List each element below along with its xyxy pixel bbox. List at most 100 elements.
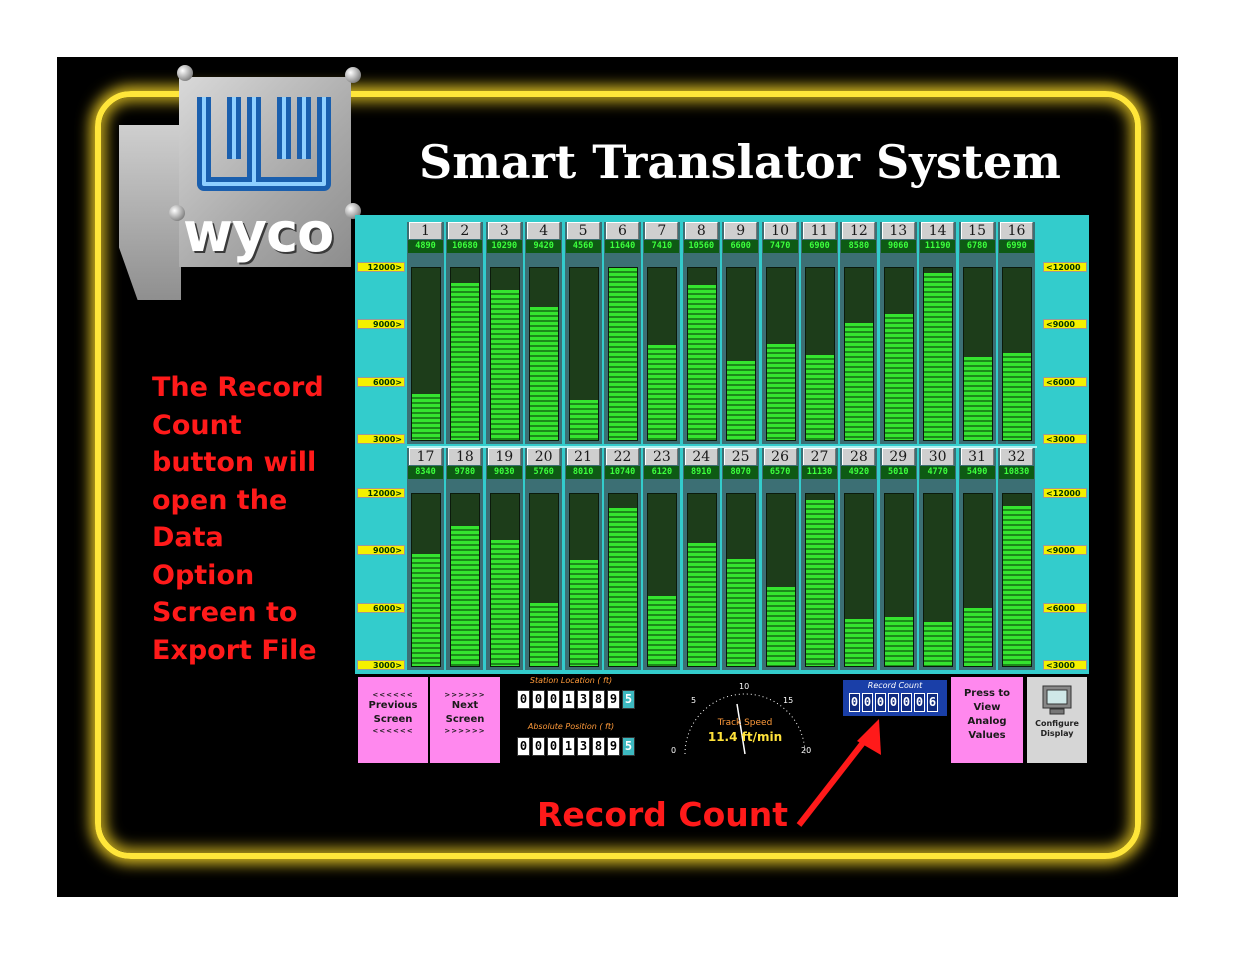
channel-number: 5 <box>566 222 600 239</box>
next-label-line1: Next <box>451 700 479 711</box>
speed-tick: 10 <box>739 682 750 691</box>
channel-number: 23 <box>645 448 679 465</box>
channel-bar-track <box>844 267 875 441</box>
channel-bar-track <box>686 493 717 667</box>
channel-value: 10830 <box>999 466 1034 479</box>
previous-screen-button[interactable]: <<<<<< Previous Screen <<<<<< <box>358 677 428 763</box>
channel-bar-track <box>883 267 914 441</box>
channel-number: 18 <box>448 448 482 465</box>
channel-bar-fill <box>806 355 834 440</box>
group-divider <box>407 446 1037 448</box>
channel-bar-fill <box>609 507 637 666</box>
digit: 0 <box>875 693 886 712</box>
scale-tick-label: <6000 <box>1043 602 1087 613</box>
channel-number: 4 <box>527 222 561 239</box>
channel-number: 12 <box>842 222 876 239</box>
channel-bar-fill <box>924 273 953 440</box>
channel-bar-track <box>805 493 835 667</box>
track-speed-label: Track Speed <box>717 718 773 728</box>
channel-group-2: 12000>9000>6000>3000><12000<9000<6000<30… <box>357 448 1087 670</box>
channel-bar-fill <box>727 558 756 666</box>
channel-bar-fill <box>412 393 440 440</box>
scale-tick-label: 3000> <box>357 434 405 444</box>
channel-value: 6780 <box>959 240 995 253</box>
channel-bar-track <box>962 493 993 667</box>
channel-bar-fill <box>963 357 992 440</box>
wyco-logo: wyco <box>119 65 361 300</box>
speed-tick: 15 <box>783 696 794 705</box>
channel-value: 6570 <box>762 466 798 479</box>
channel-number: 16 <box>1000 222 1033 239</box>
track-speed-gauge: 0 5 10 15 20 Track Speed 11.4 ft/min <box>655 674 835 765</box>
configure-display-button[interactable]: Configure Display <box>1027 677 1087 763</box>
annotation-line: The Record <box>152 372 324 403</box>
channel-bar-fill <box>530 602 559 666</box>
channel-number: 19 <box>487 448 521 465</box>
channel-value: 10560 <box>683 240 719 253</box>
channel-bar-fill <box>687 285 716 440</box>
scale-tick-label: 12000> <box>357 488 405 498</box>
scale-tick-label: <12000 <box>1043 262 1087 272</box>
next-screen-button[interactable]: >>>>>> Next Screen >>>>>> <box>430 677 500 763</box>
digit: 0 <box>517 690 530 709</box>
annotation-line: Export File <box>152 634 317 666</box>
digit: 0 <box>547 690 560 709</box>
speed-dial-icon <box>684 693 806 755</box>
channel-value: 6120 <box>644 466 680 479</box>
next-arrows: >>>>>> <box>444 727 486 735</box>
digit: 5 <box>622 690 635 709</box>
channel-bar-fill <box>884 617 913 666</box>
scale-tick-label: <3000 <box>1043 660 1087 670</box>
channel-number: 10 <box>763 222 797 239</box>
scale-tick-label: <9000 <box>1043 545 1087 556</box>
channel-value: 9780 <box>447 466 483 479</box>
logo-wordmark: wyco <box>183 201 334 264</box>
slide: wyco Smart Translator System The Record … <box>57 57 1178 897</box>
channel-value: 6990 <box>999 240 1034 253</box>
annotation-line: Option <box>152 559 255 591</box>
channel-number: 27 <box>803 448 836 465</box>
channel-value: 4560 <box>565 240 601 253</box>
channel-bar-track <box>1002 267 1032 441</box>
channel-number: 15 <box>960 222 994 239</box>
digit: 1 <box>562 737 575 756</box>
analog-label-line: View <box>973 702 1001 713</box>
channel-number: 3 <box>487 222 521 239</box>
channel-bar-track <box>647 493 678 667</box>
channel-number: 30 <box>921 448 955 465</box>
view-analog-values-button[interactable]: Press to View Analog Values <box>951 677 1023 763</box>
annotation-line: Data <box>152 522 224 553</box>
channel-value: 6600 <box>723 240 759 253</box>
digit: 9 <box>607 737 620 756</box>
channel-number: 26 <box>763 448 797 465</box>
digit: 0 <box>517 737 530 756</box>
neon-frame <box>95 91 1141 859</box>
annotation-line: Count <box>152 409 242 441</box>
page-title: Smart Translator System <box>419 135 1061 189</box>
scale-tick-label: 3000> <box>357 660 405 670</box>
channel-bar-track <box>411 267 441 441</box>
analog-label-line: Press to <box>963 688 1011 699</box>
scale-tick-label: 9000> <box>357 545 405 556</box>
annotation-text: The Record Count button will open the Da… <box>152 369 342 669</box>
channel-value: 11130 <box>802 466 837 479</box>
bolt-icon <box>169 205 185 221</box>
channel-bar-fill <box>490 290 519 440</box>
station-location-label: Station Location ( ft) <box>529 676 613 685</box>
